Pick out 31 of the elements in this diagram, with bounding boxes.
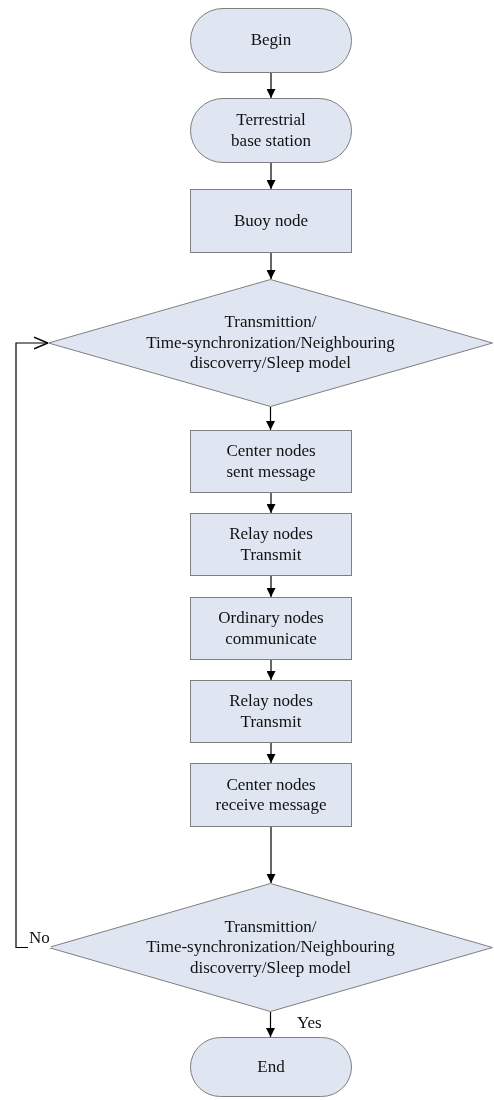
node-label: Begin bbox=[250, 30, 292, 51]
node-label: Relay nodes Transmit bbox=[228, 524, 314, 565]
node-label: Ordinary nodes communicate bbox=[217, 608, 325, 649]
arrow bbox=[266, 659, 276, 681]
arrow bbox=[266, 406, 275, 431]
arrow bbox=[266, 575, 276, 598]
arrow bbox=[15, 336, 49, 949]
arrow bbox=[266, 252, 276, 280]
process-box bbox=[190, 597, 352, 660]
process-box bbox=[190, 763, 352, 827]
process-box bbox=[190, 680, 352, 743]
node-label: Relay nodes Transmit bbox=[228, 691, 314, 732]
process-box bbox=[190, 513, 352, 576]
decision-diamond bbox=[48, 883, 493, 1012]
node-label: Buoy node bbox=[233, 210, 309, 232]
node-label: Terrestrial base station bbox=[230, 110, 312, 151]
arrow bbox=[266, 162, 276, 190]
arrow bbox=[266, 72, 276, 99]
node-label: End bbox=[257, 1056, 285, 1078]
node-label: Center nodes sent message bbox=[225, 441, 317, 482]
process-box bbox=[190, 189, 352, 253]
arrow bbox=[266, 826, 276, 884]
node-label: Transmittion/ Time-synchronization/Neighbouring discoverry/Sleep model bbox=[145, 312, 396, 374]
decision-diamond bbox=[48, 279, 493, 407]
node-label: Transmittion/ Time-synchronization/Neighbouring discoverry/Sleep model bbox=[145, 916, 396, 979]
arrow bbox=[266, 742, 276, 764]
process-box bbox=[190, 430, 352, 493]
arrow bbox=[266, 492, 276, 514]
arrow bbox=[266, 1011, 275, 1038]
node-label: Center nodes receive message bbox=[214, 774, 328, 816]
edge-label: No bbox=[28, 929, 51, 948]
